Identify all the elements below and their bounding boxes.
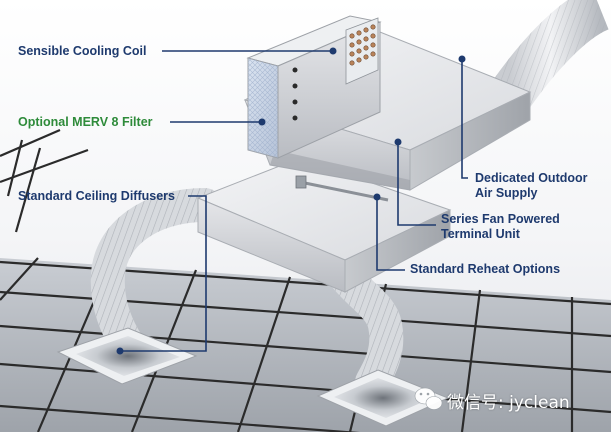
label-ceiling-diffusers: Standard Ceiling Diffusers xyxy=(18,189,175,203)
leader-lines xyxy=(120,50,468,352)
coil-connections xyxy=(349,24,376,66)
label-reheat-options: Standard Reheat Options xyxy=(410,262,561,276)
reheat-option-detail xyxy=(295,175,389,202)
label-merv8-filter: Optional MERV 8 Filter xyxy=(18,115,153,129)
label-outdoor-air-line1: Dedicated Outdoor xyxy=(475,171,588,185)
sensible-cooling-coil-unit xyxy=(246,15,382,159)
wechat-icon xyxy=(414,387,443,410)
leader-dots xyxy=(116,47,466,355)
label-outdoor-air-line2: Air Supply xyxy=(475,186,538,200)
label-terminal-unit-line1: Series Fan Powered xyxy=(441,212,560,226)
ceiling-diffuser-left xyxy=(56,327,198,385)
ceiling-plane xyxy=(0,258,611,432)
label-sensible-cooling-coil: Sensible Cooling Coil xyxy=(18,44,147,58)
ceiling-diffuser-right xyxy=(316,369,450,427)
label-terminal-unit-line2: Terminal Unit xyxy=(441,227,520,241)
watermark-text: 微信号: jyclean xyxy=(447,393,570,413)
